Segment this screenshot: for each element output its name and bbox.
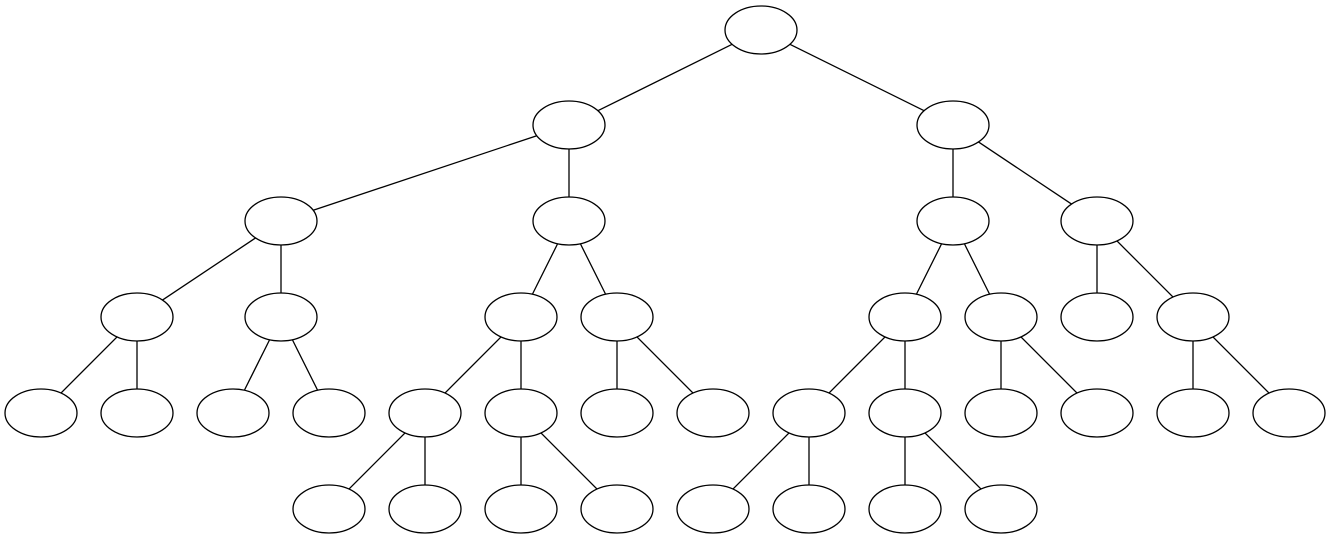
tree-edge — [963, 243, 991, 295]
tree-node — [1060, 292, 1134, 342]
tree-edge — [243, 339, 271, 391]
tree-node — [868, 388, 942, 438]
tree-node — [532, 196, 606, 246]
nodes — [4, 5, 1326, 534]
tree-node — [388, 484, 462, 534]
tree-edge — [348, 432, 406, 490]
tree-edge — [732, 432, 790, 490]
tree-node — [580, 292, 654, 342]
tree-node — [532, 100, 606, 150]
tree-node — [388, 388, 462, 438]
tree-edge — [1212, 336, 1270, 394]
tree-edge — [828, 336, 886, 394]
tree-node — [772, 484, 846, 534]
tree-node — [100, 292, 174, 342]
tree-edge — [444, 336, 502, 394]
tree-root-node — [724, 5, 798, 55]
tree-node — [244, 292, 318, 342]
tree-node — [100, 388, 174, 438]
tree-node — [292, 388, 366, 438]
tree-edge — [924, 432, 982, 490]
tree-edge — [597, 43, 733, 112]
tree-edge — [978, 141, 1072, 205]
tree-node — [1156, 292, 1230, 342]
tree-node — [484, 292, 558, 342]
tree-node — [4, 388, 78, 438]
tree-edge — [540, 432, 598, 490]
tree-edge — [312, 135, 538, 211]
tree-node — [196, 388, 270, 438]
tree-node — [484, 484, 558, 534]
tree-edge — [579, 243, 607, 295]
tree-node — [916, 100, 990, 150]
tree-node — [916, 196, 990, 246]
tree-edge — [60, 336, 118, 394]
tree-node — [1156, 388, 1230, 438]
tree-edge — [636, 336, 694, 394]
tree-node — [772, 388, 846, 438]
edges — [60, 43, 1270, 490]
tree-edge — [291, 339, 319, 391]
tree-node — [1060, 196, 1134, 246]
tree-node — [676, 484, 750, 534]
tree-node — [964, 484, 1038, 534]
tree-edge — [915, 243, 943, 295]
tree-edge — [162, 237, 256, 301]
tree-node — [964, 388, 1038, 438]
tree-node — [580, 388, 654, 438]
tree-edge — [789, 43, 925, 112]
tree-node — [292, 484, 366, 534]
tree-edge — [1116, 240, 1174, 298]
tree-node — [244, 196, 318, 246]
tree-node — [484, 388, 558, 438]
tree-node — [868, 484, 942, 534]
tree-node — [1252, 388, 1326, 438]
tree-node — [868, 292, 942, 342]
tree-node — [964, 292, 1038, 342]
tree-edge — [1020, 336, 1078, 394]
tree-node — [580, 484, 654, 534]
tree-edge — [531, 243, 559, 295]
tree-node — [1060, 388, 1134, 438]
tree-node — [676, 388, 750, 438]
